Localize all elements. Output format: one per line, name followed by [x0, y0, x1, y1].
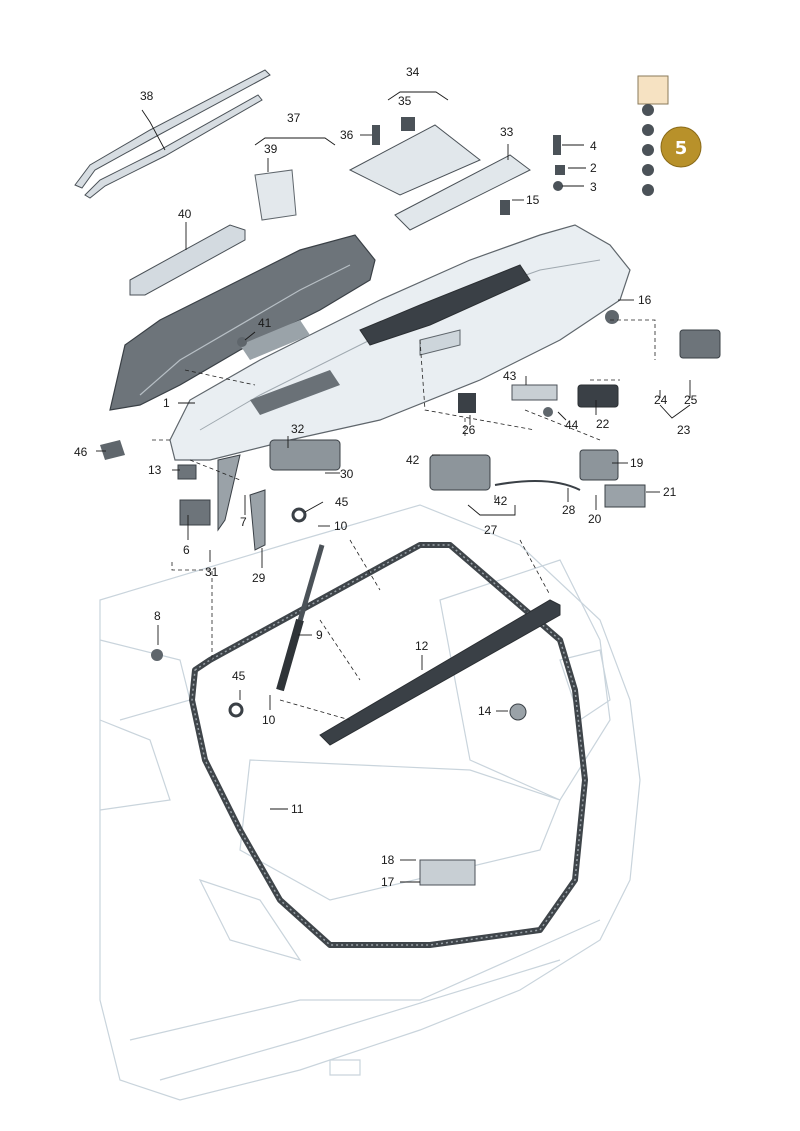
callout-20: 20 [588, 512, 602, 526]
callout-31: 31 [205, 565, 219, 579]
inner-trim-panel [109, 234, 376, 411]
callout-42-a: 42 [406, 453, 420, 467]
callout-23: 23 [677, 423, 691, 437]
callout-45-b: 45 [232, 669, 246, 683]
callout-16: 16 [638, 293, 652, 307]
callout-17: 17 [381, 875, 395, 889]
callout-18: 18 [381, 853, 395, 867]
callout-25: 25 [684, 393, 698, 407]
callout-32: 32 [291, 422, 305, 436]
callout-34: 34 [406, 65, 420, 79]
callout-36: 36 [340, 128, 354, 142]
callout-labels: 1 2 3 4 5 6 7 8 9 10 10 11 12 13 14 15 1… [74, 65, 698, 889]
callout-7: 7 [240, 515, 247, 529]
callout-10-b: 10 [262, 713, 276, 727]
callout-3: 3 [590, 180, 597, 194]
callout-29: 29 [252, 571, 266, 585]
grab-bar [319, 599, 561, 746]
callout-38: 38 [140, 89, 154, 103]
callout-2: 2 [590, 161, 597, 175]
grouping-lines [150, 319, 656, 721]
callout-39: 39 [264, 142, 278, 156]
callout-30: 30 [340, 467, 354, 481]
callout-9: 9 [316, 628, 323, 642]
callout-4: 4 [590, 139, 597, 153]
badge-number: 5 [675, 138, 688, 159]
callout-15: 15 [526, 193, 540, 207]
callout-43: 43 [503, 369, 517, 383]
callout-40: 40 [178, 207, 192, 221]
callout-46: 46 [74, 445, 88, 459]
callout-14: 14 [478, 704, 492, 718]
callout-35: 35 [398, 94, 412, 108]
callout-8: 8 [154, 609, 161, 623]
callout-22: 22 [596, 417, 610, 431]
spoiler-bar [129, 224, 246, 296]
callout-13: 13 [148, 463, 162, 477]
number-badge: 5 [660, 126, 702, 168]
callout-19: 19 [630, 456, 644, 470]
callout-28: 28 [562, 503, 576, 517]
callout-42-b: 42 [494, 494, 508, 508]
gas-spring-strut [276, 544, 325, 692]
callout-33: 33 [500, 125, 514, 139]
tailgate-panel [169, 224, 631, 461]
callout-41: 41 [258, 316, 272, 330]
callout-10-a: 10 [334, 519, 348, 533]
callout-44: 44 [565, 418, 579, 432]
callout-12: 12 [415, 639, 429, 653]
car-body-outline [99, 504, 641, 1101]
callout-37: 37 [287, 111, 301, 125]
mounting-plate [348, 124, 481, 196]
callout-6: 6 [183, 543, 190, 557]
callout-1: 1 [163, 396, 170, 410]
callout-45-a: 45 [335, 495, 349, 509]
callout-26: 26 [462, 423, 476, 437]
small-fasteners [372, 75, 669, 215]
callout-21: 21 [663, 485, 677, 499]
callout-27: 27 [484, 523, 498, 537]
leader-lines [96, 91, 691, 883]
callout-11: 11 [291, 802, 304, 816]
cover-strip [394, 154, 531, 231]
callout-24: 24 [654, 393, 668, 407]
lock-motor [100, 310, 721, 886]
parts-bag [254, 169, 297, 221]
trim-strips [74, 69, 271, 199]
